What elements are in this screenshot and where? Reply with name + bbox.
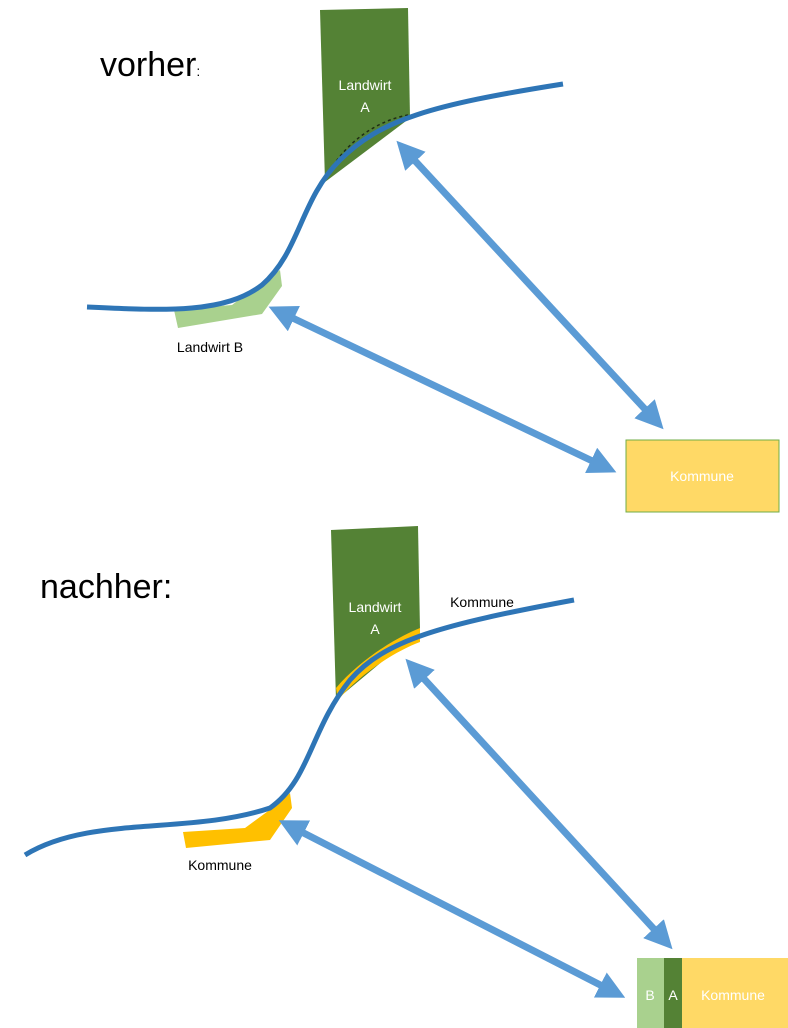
box-commune (682, 958, 788, 1028)
commune-box (625, 439, 780, 513)
before-section: vorher: Landwirt A Landwirt B Kommune (86, 8, 780, 513)
after-section: nachher: Landwirt A Kommune Kommune B A … (23, 526, 788, 1028)
box-b (637, 958, 664, 1028)
farmer-a-parcel-after (331, 526, 420, 700)
river (86, 81, 564, 312)
farmer-a-label-line2: A (360, 99, 370, 115)
commune-box-label: Kommune (670, 468, 734, 484)
box-commune-label: Kommune (701, 987, 765, 1003)
farmer-a-label-line1-after: Landwirt (349, 599, 402, 615)
farmer-a-label-line1: Landwirt (339, 77, 392, 93)
arrow-parcel-b-box (278, 820, 626, 998)
arrow-parcel-a-box (405, 658, 673, 950)
commune-bottom-label: Kommune (188, 857, 252, 873)
box-a (664, 958, 682, 1028)
farmer-b-label: Landwirt B (177, 339, 243, 355)
farmer-a-label-line2-after: A (370, 621, 380, 637)
dashed-boundary (325, 114, 409, 179)
arrow-farmer-b-commune (268, 305, 617, 474)
commune-top-label: Kommune (450, 594, 514, 610)
box-b-label: B (645, 987, 654, 1003)
box-a-label: A (668, 987, 678, 1003)
river-after (23, 597, 575, 858)
before-heading: vorher: (100, 46, 200, 84)
farmer-b-parcel (174, 270, 282, 328)
after-heading: nachher: (40, 568, 172, 606)
arrow-farmer-a-commune (396, 140, 664, 430)
farmer-a-parcel (320, 8, 410, 182)
commune-parcel-b (183, 793, 292, 848)
